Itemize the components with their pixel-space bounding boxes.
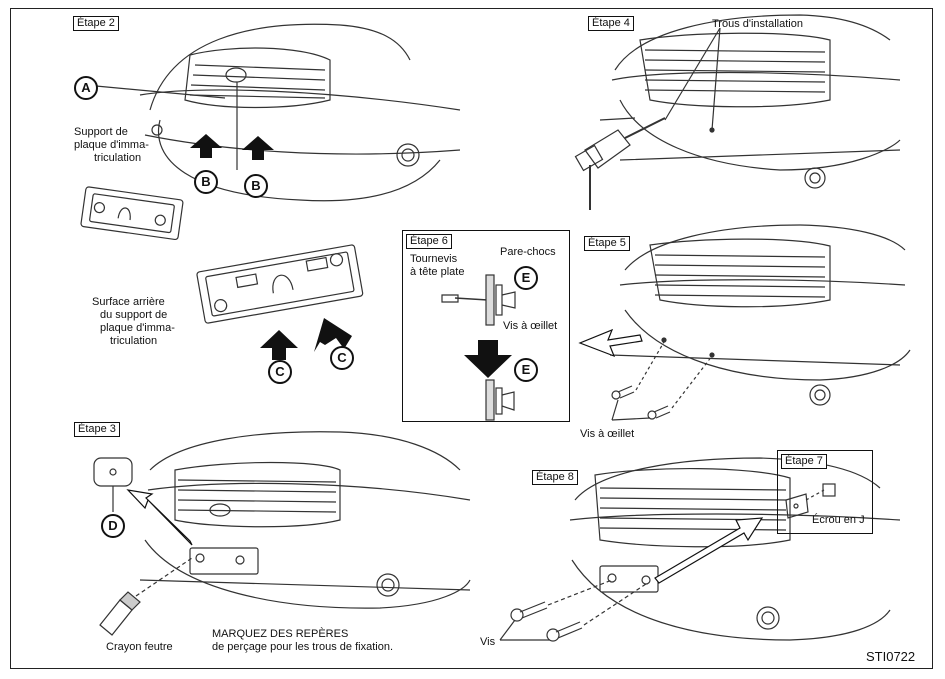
label-parechocs: Pare-chocs bbox=[500, 246, 556, 258]
step-4-label: Étape 4 bbox=[588, 16, 634, 31]
step-3-label: Étape 3 bbox=[74, 422, 120, 437]
label-support-l1: Support de bbox=[74, 126, 128, 138]
screw-installed-detail bbox=[485, 379, 515, 421]
callout-c-left: C bbox=[268, 360, 292, 384]
label-ecrou: Écrou en J bbox=[812, 514, 865, 526]
callout-e-top: E bbox=[514, 266, 538, 290]
label-tournevis-l2: à tête plate bbox=[410, 266, 465, 278]
arrow-c-left bbox=[260, 330, 298, 360]
vis-screws-step8 bbox=[499, 579, 647, 642]
car-front-step4 bbox=[599, 14, 901, 189]
arrow-b-left bbox=[190, 134, 222, 158]
label-vis-oeillet-6: Vis à œillet bbox=[503, 320, 558, 332]
car-front-step3 bbox=[139, 431, 471, 609]
label-vis: Vis bbox=[480, 636, 496, 648]
plate-holder-small bbox=[80, 186, 184, 241]
grommet-screws-step5 bbox=[611, 341, 713, 421]
step-5-label: Étape 5 bbox=[584, 236, 630, 251]
car-front-step5 bbox=[609, 224, 911, 406]
figure-code: STI0722 bbox=[866, 649, 916, 664]
label-surface-l2: du support de bbox=[100, 309, 168, 321]
hole-mark-detail bbox=[93, 457, 133, 512]
arrow-b-right bbox=[242, 136, 274, 160]
leader-trous-2 bbox=[711, 27, 721, 131]
arrow-out-step5 bbox=[578, 328, 643, 358]
leader-trous-1 bbox=[664, 27, 721, 121]
drill bbox=[574, 117, 666, 210]
step-8-label: Étape 8 bbox=[532, 470, 578, 485]
callout-b-right: B bbox=[244, 174, 268, 198]
diagram-frame bbox=[10, 8, 933, 669]
label-vis-oeillet-5: Vis à œillet bbox=[580, 428, 635, 440]
label-surface-l4: triculation bbox=[110, 335, 158, 347]
label-support-l3: triculation bbox=[94, 152, 142, 164]
arrow-down-step6 bbox=[464, 340, 512, 378]
step6-box bbox=[402, 230, 570, 422]
label-marquez-l1: MARQUEZ DES REPÈRES bbox=[212, 628, 349, 640]
callout-d: D bbox=[101, 514, 125, 538]
arrow-up-step8 bbox=[654, 517, 764, 584]
step-2-label: Étape 2 bbox=[73, 16, 119, 31]
step7-box bbox=[777, 450, 873, 534]
label-trous: Trous d'installation bbox=[712, 18, 803, 30]
screwdriver-detail bbox=[441, 274, 516, 326]
label-tournevis-l1: Tournevis bbox=[410, 253, 458, 265]
step-7-label: Étape 7 bbox=[781, 454, 827, 469]
felt-pen bbox=[99, 557, 193, 636]
leader-a bbox=[95, 85, 226, 99]
label-crayon: Crayon feutre bbox=[106, 641, 173, 653]
car-front-step2 bbox=[139, 23, 461, 202]
arrow-c-right bbox=[314, 318, 352, 352]
callout-e-bottom: E bbox=[514, 358, 538, 382]
j-nut-detail bbox=[785, 483, 836, 519]
plate-holder-back bbox=[196, 244, 364, 324]
label-marquez-l2: de perçage pour les trous de fixation. bbox=[212, 641, 394, 653]
callout-b-left: B bbox=[194, 170, 218, 194]
step-6-label: Étape 6 bbox=[406, 234, 452, 249]
arrow-up-step3 bbox=[126, 489, 193, 546]
label-support-l2: plaque d'imma- bbox=[74, 139, 149, 151]
callout-c-right: C bbox=[330, 346, 354, 370]
callout-a: A bbox=[74, 76, 98, 100]
label-surface-l3: plaque d'imma- bbox=[100, 322, 175, 334]
label-surface-l1: Surface arrière bbox=[92, 296, 165, 308]
